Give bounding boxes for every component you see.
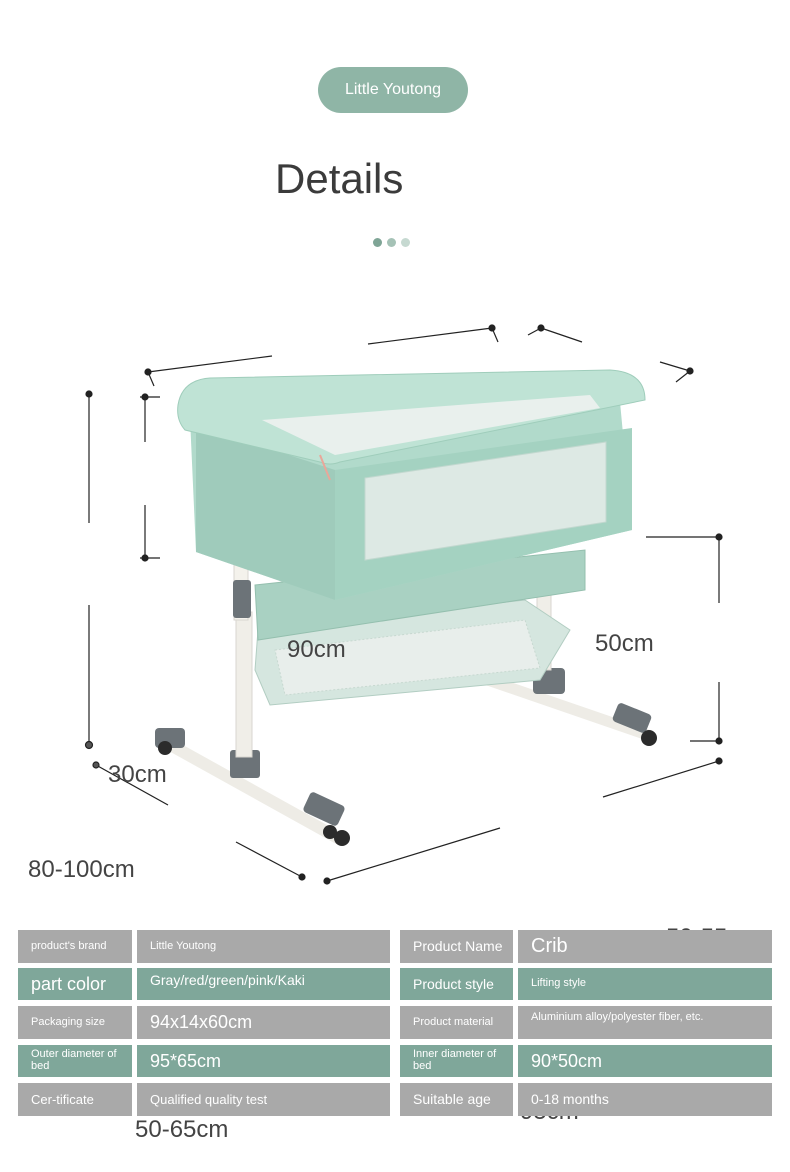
spec-value: Gray/red/green/pink/Kaki (137, 968, 390, 1000)
spec-label: Inner diameter of bed (400, 1045, 513, 1077)
spec-label: Cer-tificate (18, 1083, 132, 1116)
dim-length: 90cm (287, 636, 346, 663)
spec-label: product's brand (18, 930, 132, 963)
spec-value: Lifting style (518, 968, 772, 1000)
dim-basket-height: 30cm (108, 761, 167, 788)
dim-base-width: 50-65cm (135, 1116, 229, 1143)
dot-3 (401, 238, 410, 247)
dim-width: 50cm (595, 630, 654, 657)
product-illustration: 90cm 50cm 30cm 80-100cm 50-55cm 95cm 50-… (0, 300, 790, 1143)
spec-label: Product material (400, 1006, 513, 1039)
spec-label: Suitable age (400, 1083, 513, 1116)
spec-value: Crib (518, 930, 772, 963)
spec-label: Product Name (400, 930, 513, 963)
dimension-lines (84, 324, 723, 885)
dot-2 (387, 238, 396, 247)
lower-basket (254, 549, 586, 706)
spec-value: 94x14x60cm (137, 1006, 390, 1039)
dot-1 (373, 238, 382, 247)
pagination-dots (373, 238, 410, 247)
crib-drawing (84, 324, 723, 885)
spec-label: Packaging size (18, 1006, 132, 1039)
spec-value: 95*65cm (137, 1045, 390, 1077)
dim-total-height: 80-100cm (28, 856, 135, 883)
spec-label: Outer diameter of bed (18, 1045, 132, 1077)
brand-pill: Little Youtong (318, 67, 468, 113)
spec-value: Qualified quality test (137, 1083, 390, 1116)
page-title: Details (275, 155, 404, 202)
spec-table: product's brand Little Youtong Product N… (18, 930, 772, 1120)
spec-value: Little Youtong (137, 930, 390, 963)
spec-value: 0-18 months (518, 1083, 772, 1116)
crib-body (177, 369, 646, 600)
spec-label: part color (18, 968, 132, 1000)
spec-label: Product style (400, 968, 513, 1000)
spec-value: 90*50cm (518, 1045, 772, 1077)
spec-value: Aluminium alloy/polyester fiber, etc. (518, 1006, 772, 1039)
